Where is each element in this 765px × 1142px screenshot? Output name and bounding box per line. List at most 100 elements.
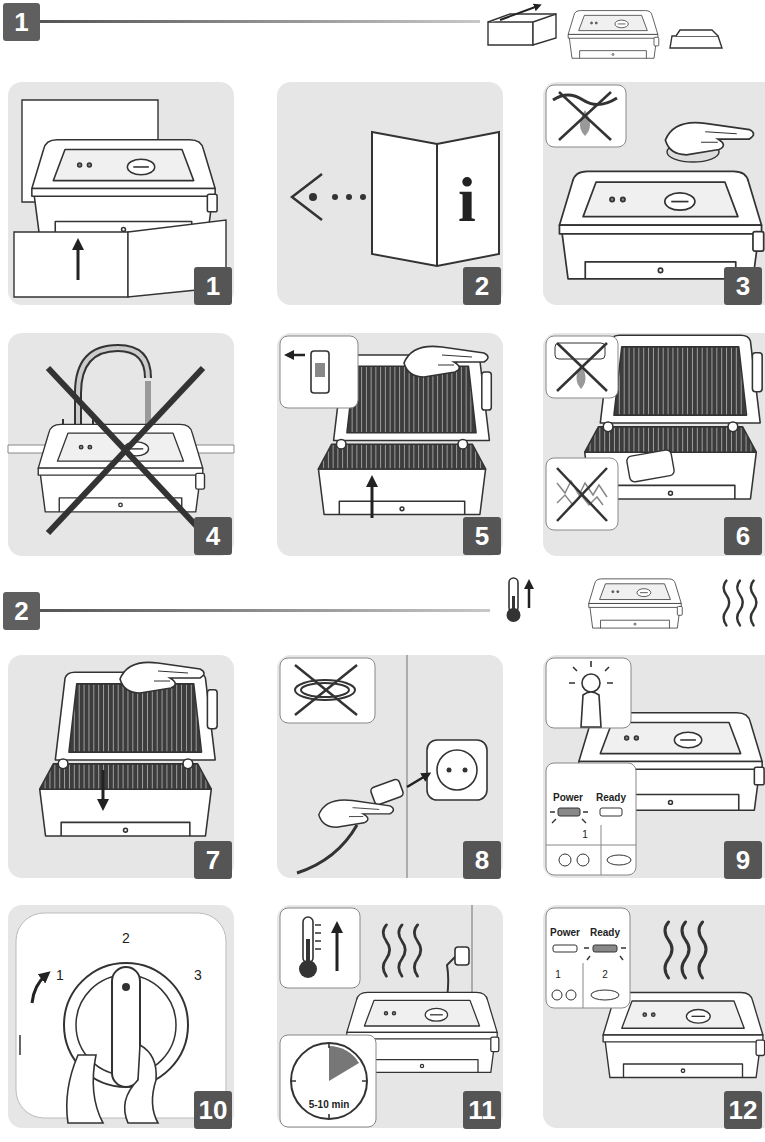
step-panel-part	[280, 336, 358, 408]
preheat-icon-part	[512, 596, 515, 612]
step-panel-part	[280, 1035, 376, 1127]
dial-number: 2	[122, 931, 130, 945]
section-rule	[40, 609, 490, 612]
step-panel-part	[559, 854, 571, 866]
step-panel-part	[319, 800, 394, 827]
step-panel-part	[277, 905, 503, 1128]
step-panel-part	[546, 763, 636, 875]
step-panel-part	[48, 368, 203, 533]
step-panel-part	[665, 123, 753, 155]
step-panel-part	[582, 674, 600, 692]
number-text: 6	[736, 523, 750, 549]
step-panel	[543, 655, 765, 878]
step-panel	[8, 905, 234, 1128]
number-text: 8	[475, 847, 489, 873]
step-panel-part	[559, 92, 611, 140]
step-panel-part	[32, 140, 217, 238]
number-text: 11	[468, 1097, 496, 1123]
step-number: 6	[724, 517, 762, 555]
preheat-icon-part	[509, 578, 518, 612]
step-panel-part	[277, 655, 503, 878]
step-panel	[277, 333, 503, 556]
preheat-icon	[507, 578, 757, 628]
step-panel-part	[67, 1055, 103, 1123]
step-panel-part	[8, 655, 234, 878]
step-number: 4	[194, 517, 232, 555]
step-panel	[277, 655, 503, 878]
number-text: 2	[475, 273, 489, 299]
indicator-label: Ready	[590, 928, 620, 938]
step-panel-part	[407, 775, 427, 787]
step-panel-part	[581, 692, 601, 727]
step-panel-part	[404, 346, 488, 377]
step-panel-part	[371, 481, 374, 518]
step-panel	[8, 333, 234, 556]
number-text: 5	[475, 523, 489, 549]
step-panel-part	[291, 1043, 367, 1119]
step-panel-part	[546, 845, 636, 846]
unboxing-icon-part	[670, 36, 722, 48]
step-number: 12	[724, 1091, 762, 1129]
step-panel	[277, 905, 503, 1128]
step-panel-part	[584, 948, 626, 960]
step-panel-part	[543, 905, 765, 1128]
section-number: 2	[3, 592, 40, 630]
step-panel-part	[463, 768, 468, 773]
step-panel-part	[125, 1045, 158, 1123]
unboxing-icon-part	[488, 14, 556, 22]
step-panel-part	[315, 363, 325, 377]
section-number: 1	[3, 3, 40, 41]
step-panel-part	[626, 449, 675, 482]
step-number: 11	[463, 1091, 501, 1129]
step-panel-part	[280, 658, 375, 723]
unboxing-icon	[488, 6, 722, 58]
number-text: 9	[736, 847, 750, 873]
number-text: 10	[199, 1097, 228, 1123]
number-text: 1	[206, 273, 220, 299]
step-panel-part	[558, 808, 580, 816]
step-panel	[543, 333, 765, 556]
step-panel-part	[557, 468, 607, 521]
setting-number: 1	[555, 970, 561, 980]
step-panel-part	[329, 1046, 359, 1081]
step-panel-part	[591, 990, 619, 1000]
step-number: 8	[463, 841, 501, 879]
step-panel-part	[315, 925, 321, 949]
step-panel-part	[38, 424, 204, 512]
step-panel-part	[295, 665, 357, 715]
step-panel-part	[102, 770, 105, 805]
step-panel-part	[427, 740, 487, 800]
unboxing-icon-part	[568, 11, 659, 59]
step-panel-part	[557, 343, 607, 391]
step-panel-part	[553, 945, 577, 952]
step-panel-part	[372, 132, 499, 266]
step-panel-part	[577, 854, 589, 866]
indicator-label: Power	[553, 793, 583, 803]
time-label: 5-10 min	[309, 1100, 350, 1110]
step-panel-part	[437, 750, 477, 790]
step-panel-part	[297, 825, 357, 873]
step-panel-part	[120, 662, 204, 693]
step-panel-part	[48, 368, 203, 533]
step-panel-part	[289, 354, 305, 357]
setting-number: 1	[582, 830, 588, 840]
step-panel-part	[546, 336, 618, 398]
step-panel-part	[112, 967, 140, 1087]
section-rule-part	[40, 20, 480, 23]
step-panel-part	[122, 983, 130, 991]
step-panel	[543, 82, 765, 305]
step-panel-part	[19, 1035, 21, 1055]
step-number: 2	[463, 267, 501, 305]
step-number: 10	[194, 1091, 232, 1129]
step-panel-part	[559, 92, 611, 140]
step-panel-part	[332, 194, 338, 200]
step-panel-part	[346, 194, 352, 200]
step-panel-part	[436, 144, 438, 266]
step-panel-part	[665, 922, 706, 978]
number-text: 2	[14, 598, 28, 624]
unboxing-icon-part	[676, 30, 718, 36]
step-panel	[543, 905, 765, 1128]
step-panel-part	[546, 85, 626, 147]
step-panel-part	[336, 927, 339, 971]
